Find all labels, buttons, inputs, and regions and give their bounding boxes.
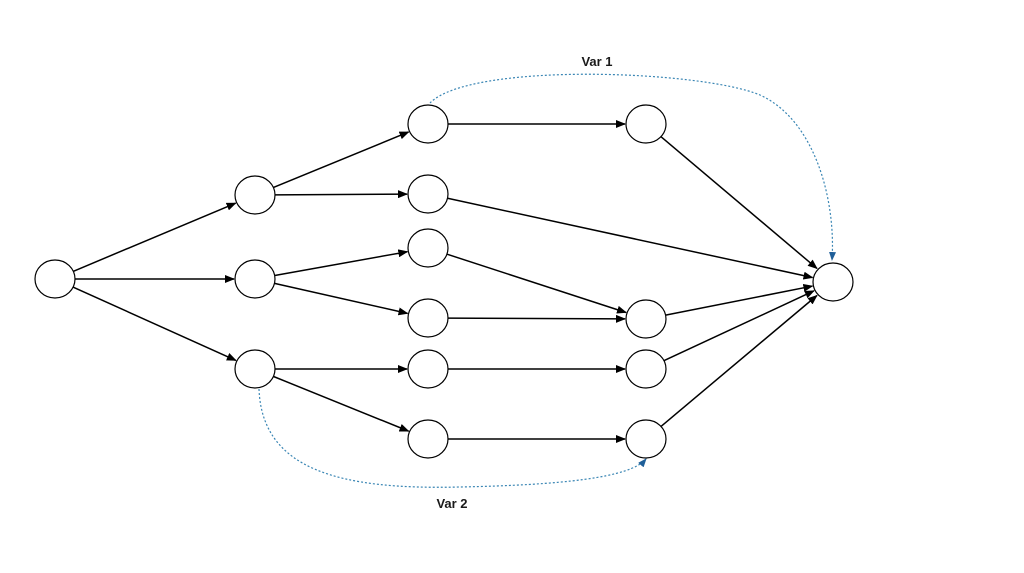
edge-c3-to-end [663, 290, 815, 362]
edge-b2-to-end [447, 197, 814, 280]
variant-paths-layer [258, 73, 837, 488]
edge-c2-to-end [665, 283, 814, 316]
edge-start-to-a1 [73, 202, 237, 272]
edge-c1-to-end [660, 136, 818, 270]
var-1-path [429, 73, 837, 261]
node-b1 [407, 104, 449, 144]
edge-b3-to-c2 [446, 253, 627, 314]
node-a3 [234, 349, 276, 389]
node-a1 [234, 175, 276, 215]
edge-a2-to-b3 [274, 249, 409, 277]
edge-c4-to-end [660, 294, 818, 427]
node-b3 [407, 228, 449, 268]
var-2-path [258, 388, 647, 488]
edge-b4-to-c2 [447, 314, 627, 323]
node-b4 [407, 298, 449, 338]
nodes-layer [34, 104, 854, 459]
node-b2 [407, 174, 449, 214]
node-a2 [234, 259, 276, 299]
var-2-label: Var 2 [436, 496, 467, 511]
node-c2 [625, 299, 667, 339]
edge-start-to-a3 [72, 286, 237, 362]
node-start [34, 259, 76, 299]
edge-a3-to-b6 [273, 375, 410, 432]
var-1-label: Var 1 [581, 54, 612, 69]
edge-a1-to-b1 [273, 131, 410, 189]
node-b6 [407, 419, 449, 459]
node-b5 [407, 349, 449, 389]
edge-a2-to-b4 [274, 282, 409, 316]
edges-layer [72, 120, 818, 443]
node-c4 [625, 419, 667, 459]
node-end [812, 262, 854, 302]
node-c3 [625, 349, 667, 389]
edge-a1-to-b2 [274, 190, 409, 199]
node-c1 [625, 104, 667, 144]
